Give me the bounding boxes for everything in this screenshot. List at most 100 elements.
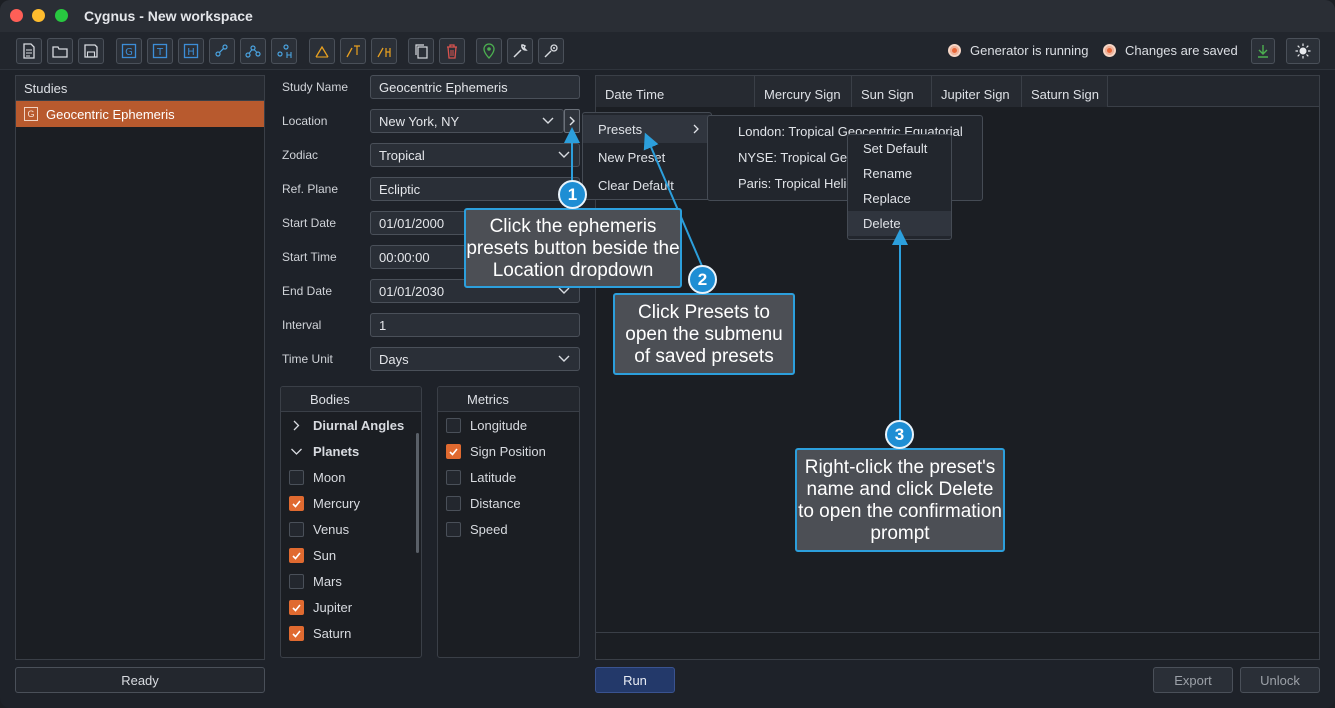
body-saturn[interactable]: Saturn <box>281 620 421 646</box>
body-venus[interactable]: Venus <box>281 516 421 542</box>
geo-ephemeris-button[interactable] <box>309 38 335 64</box>
metric-longitude[interactable]: Longitude <box>438 412 579 438</box>
body-mars[interactable]: Mars <box>281 568 421 594</box>
export-button[interactable]: Export <box>1153 667 1233 693</box>
interval-input[interactable]: 1 <box>370 313 580 337</box>
checkbox[interactable] <box>289 573 304 589</box>
menu-item-new-preset[interactable]: New Preset <box>598 149 666 165</box>
geo-ephemeris-icon <box>315 45 329 58</box>
download-button[interactable] <box>1251 38 1275 64</box>
bodies-header: Bodies <box>281 387 421 412</box>
metric-speed[interactable]: Speed <box>438 516 579 542</box>
helio-chart-icon <box>277 44 292 58</box>
save-button[interactable] <box>78 38 104 64</box>
geocentric-letter: G <box>125 47 133 58</box>
menu-item-presets[interactable]: Presets <box>583 115 711 143</box>
checkbox[interactable] <box>289 495 304 511</box>
context-set-default[interactable]: Set Default <box>863 141 928 156</box>
helio-ephemeris-button[interactable] <box>371 38 397 64</box>
new-topocentric-study-button[interactable]: T <box>147 38 173 64</box>
topo-ephemeris-icon <box>346 45 360 58</box>
zoom-window-button[interactable] <box>55 9 68 22</box>
checkbox[interactable] <box>289 547 304 563</box>
metric-latitude[interactable]: Latitude <box>438 464 579 490</box>
column-saturn-sign[interactable]: Saturn Sign <box>1022 76 1108 107</box>
unlock-button[interactable]: Unlock <box>1240 667 1320 693</box>
location-button[interactable] <box>476 38 502 64</box>
location-pin-icon <box>483 43 495 59</box>
duplicate-button[interactable] <box>408 38 434 64</box>
ephemeris-presets-button[interactable] <box>564 109 580 133</box>
context-replace[interactable]: Replace <box>863 191 911 206</box>
toolbar: G T H <box>0 32 1335 70</box>
preset-nyse[interactable]: NYSE: Tropical Geo <box>738 149 855 165</box>
callout-step-2: Click Presets to open the submenu of sav… <box>613 293 795 375</box>
open-button[interactable] <box>47 38 73 64</box>
step-2-badge: 2 <box>688 265 717 294</box>
table-scrollbar[interactable] <box>596 632 1319 633</box>
checkbox[interactable] <box>446 443 461 459</box>
metric-label: Speed <box>470 521 508 537</box>
body-moon[interactable]: Moon <box>281 464 421 490</box>
time-unit-dropdown[interactable]: Days <box>370 347 580 371</box>
checkbox[interactable] <box>446 521 461 537</box>
metric-distance[interactable]: Distance <box>438 490 579 516</box>
heliocentric-letter: H <box>187 47 195 58</box>
new-geocentric-study-button[interactable]: G <box>116 38 142 64</box>
column-sun-sign[interactable]: Sun Sign <box>852 76 932 107</box>
studies-panel: Studies G Geocentric Ephemeris <box>15 75 265 660</box>
helio-chart-button[interactable] <box>271 38 297 64</box>
group-diurnal-angles[interactable]: Diurnal Angles <box>281 412 421 438</box>
callout-step-1: Click the ephemeris presets button besid… <box>464 208 682 288</box>
zodiac-dropdown[interactable]: Tropical <box>370 143 580 167</box>
checkbox[interactable] <box>446 417 461 433</box>
chevron-down-icon <box>542 117 554 124</box>
studies-header: Studies <box>16 76 264 101</box>
ref-plane-dropdown[interactable]: Ecliptic <box>370 177 580 201</box>
metric-label: Latitude <box>470 469 517 485</box>
zodiac-label: Zodiac <box>282 148 319 162</box>
new-file-button[interactable] <box>16 38 42 64</box>
checkbox[interactable] <box>446 469 461 485</box>
topo-ephemeris-button[interactable] <box>340 38 366 64</box>
metric-label: Sign Position <box>470 443 546 459</box>
context-rename[interactable]: Rename <box>863 166 913 181</box>
theme-toggle-button[interactable] <box>1286 38 1320 64</box>
context-delete[interactable]: Delete <box>848 211 951 236</box>
checkbox[interactable] <box>289 599 304 615</box>
minimize-window-button[interactable] <box>32 9 45 22</box>
time-unit-value: Days <box>379 352 409 367</box>
metrics-list: Metrics Longitude Sign Position Latitude… <box>437 386 580 658</box>
time-unit-label: Time Unit <box>282 352 333 366</box>
location-dropdown[interactable]: New York, NY <box>370 109 564 133</box>
new-heliocentric-study-button[interactable]: H <box>178 38 204 64</box>
interval-label: Interval <box>282 318 322 332</box>
column-date-time[interactable]: Date Time <box>596 76 755 107</box>
study-item-geocentric-ephemeris[interactable]: G Geocentric Ephemeris <box>16 101 264 127</box>
geo-chart-button[interactable] <box>209 38 235 64</box>
preset-paris[interactable]: Paris: Tropical Helio <box>738 175 854 191</box>
body-mercury[interactable]: Mercury <box>281 490 421 516</box>
run-button[interactable]: Run <box>595 667 675 693</box>
checkbox[interactable] <box>289 625 304 641</box>
close-window-button[interactable] <box>10 9 23 22</box>
generator-status-text: Generator is running <box>970 43 1089 58</box>
study-name-input[interactable]: Geocentric Ephemeris <box>370 75 580 99</box>
group-planets[interactable]: Planets <box>281 438 421 464</box>
settings-button[interactable] <box>538 38 564 64</box>
delete-button[interactable] <box>439 38 465 64</box>
menu-item-clear-default[interactable]: Clear Default <box>598 177 674 193</box>
checkbox[interactable] <box>446 495 461 511</box>
tools-button[interactable] <box>507 38 533 64</box>
checkbox[interactable] <box>289 521 304 537</box>
body-sun[interactable]: Sun <box>281 542 421 568</box>
body-jupiter[interactable]: Jupiter <box>281 594 421 620</box>
metric-sign-position[interactable]: Sign Position <box>438 438 579 464</box>
status-ready-button[interactable]: Ready <box>15 667 265 693</box>
checkbox[interactable] <box>289 469 304 485</box>
node-chart-button[interactable] <box>240 38 266 64</box>
bodies-scrollbar[interactable] <box>416 433 419 553</box>
column-mercury-sign[interactable]: Mercury Sign <box>755 76 852 107</box>
column-jupiter-sign[interactable]: Jupiter Sign <box>932 76 1022 107</box>
